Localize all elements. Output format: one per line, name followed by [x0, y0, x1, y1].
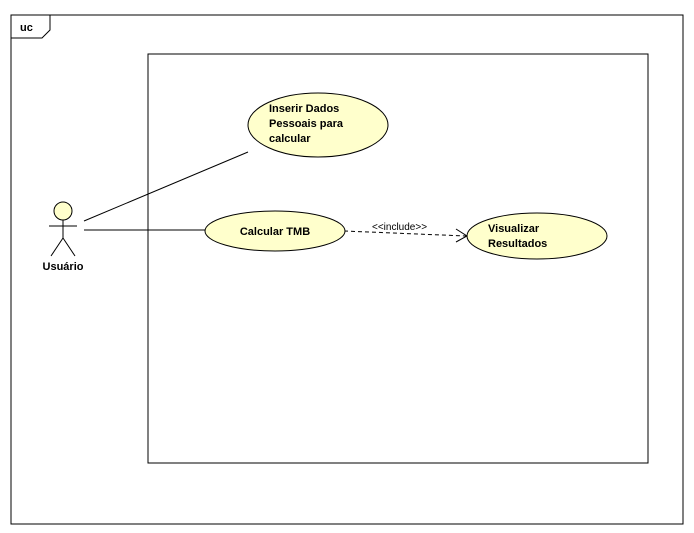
- usecase-visualizar-ellipse: [466, 212, 608, 260]
- system-boundary: [147, 53, 649, 464]
- usecase-inserir-ellipse: [247, 92, 389, 158]
- actor-right-leg: [62, 237, 76, 257]
- actor-left-leg: [50, 237, 64, 257]
- association-inserir: [83, 151, 249, 222]
- usecase-inserir-line1: Inserir Dados: [269, 103, 339, 115]
- usecase-inserir-line3: calcular: [269, 133, 311, 145]
- usecase-visualizar-line2: Resultados: [488, 238, 547, 250]
- usecase-calcular-tmb[interactable]: Calcular TMB: [204, 210, 346, 252]
- include-dependency: [343, 230, 467, 237]
- actor-usuario[interactable]: Usuário: [43, 201, 84, 273]
- include-stereotype: <<include>>: [372, 222, 427, 233]
- usecase-visualizar-resultados[interactable]: Visualizar Resultados: [466, 212, 608, 260]
- frame-label: uc: [20, 22, 33, 34]
- usecase-inserir-dados[interactable]: Inserir Dados Pessoais para calcular: [247, 92, 389, 158]
- actor-head: [53, 201, 73, 221]
- usecase-visualizar-line1: Visualizar: [488, 223, 540, 235]
- usecase-calcular-ellipse: [204, 210, 346, 252]
- usecase-inserir-line2: Pessoais para: [269, 118, 344, 130]
- usecase-calcular-label: Calcular TMB: [240, 226, 310, 238]
- actor-name: Usuário: [43, 261, 84, 273]
- frame-tag: [10, 14, 51, 39]
